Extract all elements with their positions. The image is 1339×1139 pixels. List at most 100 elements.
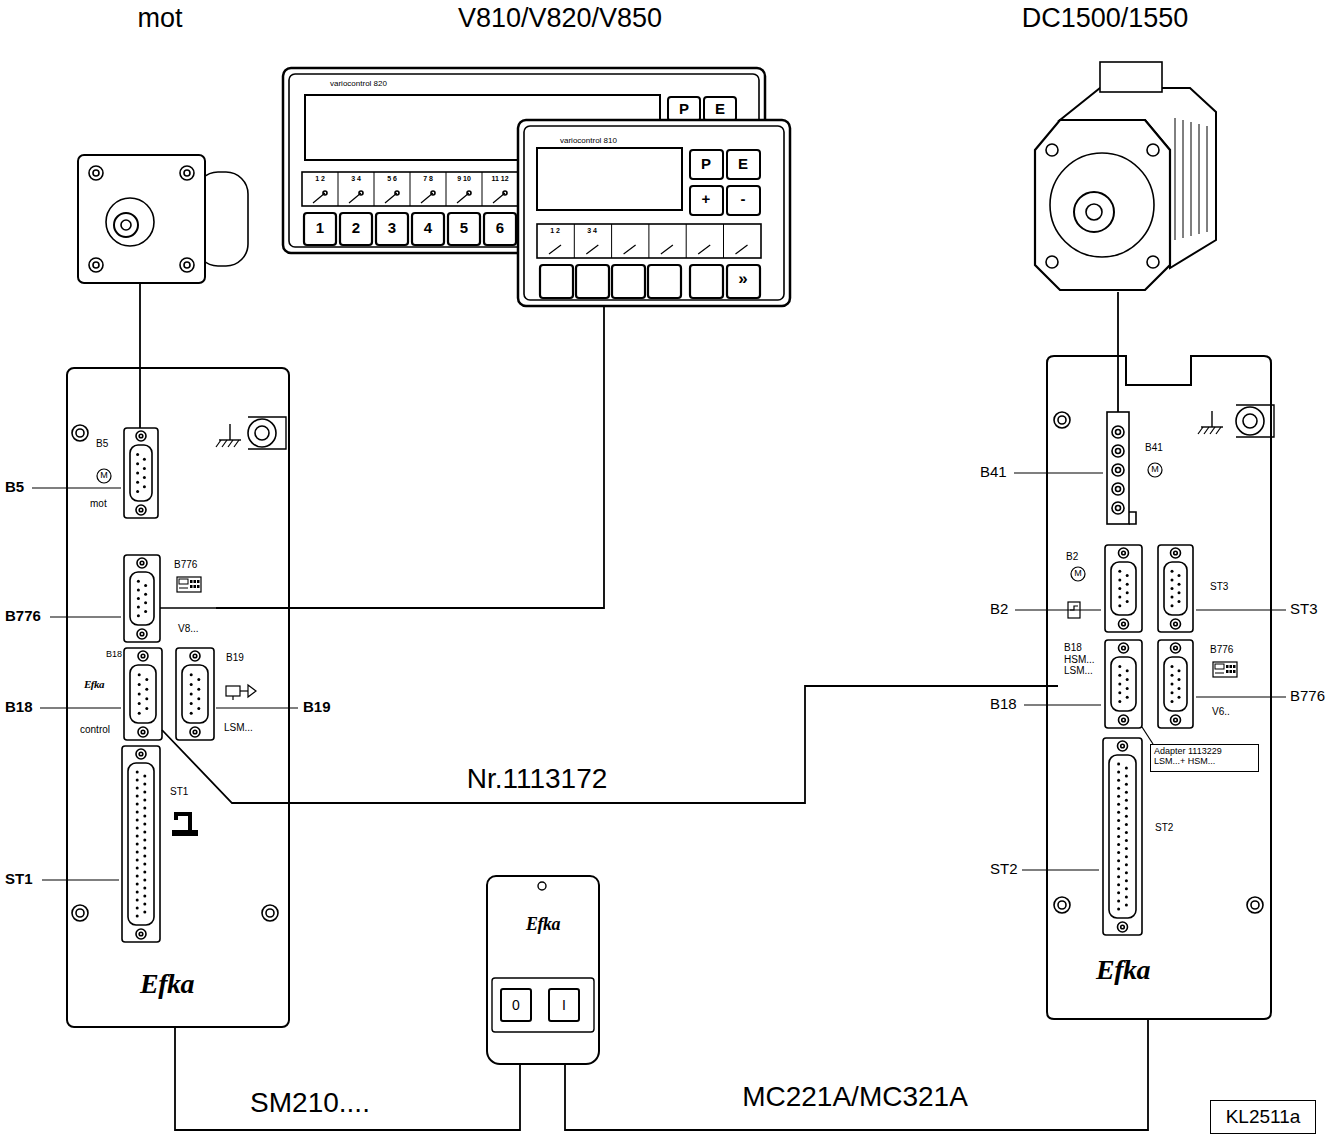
node-text: B41 bbox=[1145, 442, 1163, 453]
connector-pin bbox=[136, 779, 139, 782]
connector-pin bbox=[137, 597, 140, 600]
connector-pin bbox=[1126, 591, 1129, 594]
mounting-hole bbox=[184, 262, 190, 268]
panel-legend: 3 bbox=[388, 220, 396, 237]
strip-divider bbox=[482, 172, 483, 206]
connector-pin bbox=[143, 879, 146, 882]
connector-pin bbox=[1118, 674, 1121, 677]
housing-screw bbox=[72, 425, 88, 441]
connector-screw bbox=[1121, 744, 1125, 748]
panel-legend: P bbox=[701, 156, 711, 173]
panel-icon bbox=[190, 580, 193, 583]
brand-logo: Efka bbox=[140, 969, 194, 1000]
panel-legend: 9 10 bbox=[457, 175, 471, 183]
connector-callout: B5 bbox=[5, 479, 24, 496]
power-pin bbox=[1116, 487, 1121, 492]
connector: B776V6.. bbox=[1158, 640, 1250, 728]
panel-legend: - bbox=[741, 191, 746, 208]
connector-callout: B18 bbox=[990, 696, 1017, 713]
strip-lever bbox=[698, 245, 710, 254]
connector-pin bbox=[136, 787, 139, 790]
connector-callout: B776 bbox=[5, 608, 41, 625]
connector-pin bbox=[138, 673, 141, 676]
connector-pin bbox=[1118, 570, 1121, 573]
connector-pin bbox=[1125, 855, 1128, 858]
connector-pin bbox=[138, 712, 141, 715]
connector-callout: ST3 bbox=[1290, 601, 1318, 618]
cable bbox=[139, 283, 141, 428]
connector-screw bbox=[1119, 643, 1129, 653]
connector-pin bbox=[1178, 600, 1181, 603]
connector-screw bbox=[190, 651, 200, 661]
cooling-fin bbox=[1199, 124, 1200, 234]
ground-symbol bbox=[228, 440, 233, 447]
leader-line bbox=[1196, 696, 1286, 697]
panel-810-housing bbox=[518, 120, 790, 306]
node-text: ST3 bbox=[1210, 581, 1228, 592]
connector-pin bbox=[1126, 687, 1129, 690]
connector: ST2 bbox=[1103, 776, 1193, 935]
connector-screw bbox=[136, 505, 146, 515]
mounting-hole bbox=[1147, 256, 1159, 268]
connector: B18HSM... LSM... bbox=[1058, 640, 1142, 728]
panel-legend: E bbox=[738, 156, 748, 173]
node-text: ST1 bbox=[170, 786, 188, 797]
connector-shell bbox=[122, 746, 160, 942]
panel-icon bbox=[177, 577, 201, 592]
strip-lever bbox=[467, 191, 471, 195]
connector-shell bbox=[1158, 640, 1193, 728]
connector-pin bbox=[137, 580, 140, 583]
strip-divider bbox=[410, 172, 411, 206]
strip-lever bbox=[431, 191, 435, 195]
panel-icon bbox=[197, 585, 200, 588]
panel-button bbox=[727, 265, 760, 298]
connector: B776V8... bbox=[124, 555, 216, 642]
connector-pin bbox=[1171, 674, 1174, 677]
mounting-hole bbox=[180, 166, 194, 180]
housing-screw bbox=[76, 909, 84, 917]
panel-legend: variocontrol 820 bbox=[330, 80, 387, 89]
panel-icon bbox=[1233, 670, 1236, 673]
connector-pin bbox=[143, 871, 146, 874]
strip-lever bbox=[359, 191, 363, 195]
panel-legend: » bbox=[738, 270, 747, 289]
connector-pin bbox=[1117, 891, 1120, 894]
connector-pin bbox=[143, 895, 146, 898]
connector: B18Efkacontrol bbox=[80, 648, 162, 740]
connector-pin bbox=[138, 702, 141, 705]
connector-pin bbox=[1117, 835, 1120, 838]
mounting-hole bbox=[1046, 256, 1058, 268]
panel-icon bbox=[179, 579, 188, 584]
connector-pin bbox=[1117, 763, 1120, 766]
connector-pin bbox=[145, 678, 148, 681]
node-text: B18 bbox=[106, 650, 122, 660]
housing-screw bbox=[1058, 901, 1066, 909]
connector-screw bbox=[1118, 741, 1128, 751]
connector-pin bbox=[1125, 879, 1128, 882]
node-text: I bbox=[562, 998, 566, 1013]
connector-screw bbox=[1119, 619, 1129, 629]
connector-pin bbox=[1125, 791, 1128, 794]
node-text: control bbox=[80, 724, 110, 735]
motor-control-box: EfkaB41B2ST3B18HSM... LSM...B776V6..Adap… bbox=[1046, 355, 1272, 1020]
connector-screw bbox=[139, 752, 143, 756]
cable bbox=[565, 1020, 1148, 1130]
leader-line bbox=[40, 707, 121, 708]
panel-icon bbox=[197, 580, 200, 583]
leader-line bbox=[1022, 869, 1099, 870]
strip-divider bbox=[648, 224, 649, 258]
housing-screw bbox=[266, 909, 274, 917]
panel-legend: 3 4 bbox=[351, 175, 361, 183]
panel-button bbox=[448, 213, 480, 245]
connector-screw bbox=[1122, 646, 1126, 650]
connector-pin bbox=[1117, 803, 1120, 806]
connector-body bbox=[1164, 562, 1187, 615]
connector-pin bbox=[1118, 587, 1121, 590]
strip-lever bbox=[624, 245, 636, 254]
connector-pin bbox=[136, 875, 139, 878]
panel-button bbox=[576, 265, 609, 298]
connector-pin bbox=[1171, 587, 1174, 590]
motor-figure: DC1500/1550 bbox=[1000, 0, 1210, 292]
panel-icon bbox=[190, 585, 193, 588]
connector-pin bbox=[197, 678, 200, 681]
